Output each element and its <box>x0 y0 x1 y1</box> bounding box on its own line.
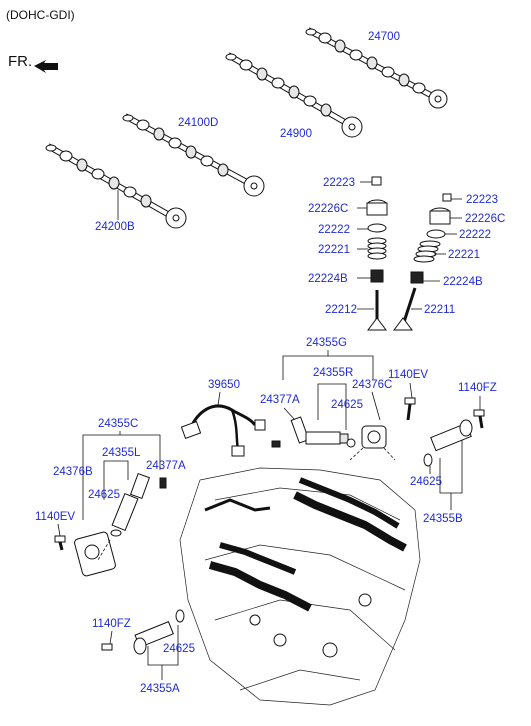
label-bolt-1140fz-right: 1140FZ <box>458 382 497 394</box>
harness-39650 <box>180 404 266 457</box>
valve-train-right <box>393 193 452 331</box>
label-bolt-1140ev-left: 1140EV <box>35 511 75 523</box>
label-cotter-r: 22223 <box>323 177 355 189</box>
bolt-1140ev-left <box>54 535 66 551</box>
bolt-1140fz-right <box>473 409 485 429</box>
camshaft-24900 <box>225 52 363 138</box>
label-ocv-assy-g: 24355G <box>306 337 347 349</box>
label-ocv-assy-a: 24355A <box>140 683 180 695</box>
camshaft-24200b <box>45 143 187 229</box>
label-bolt-24377a-left: 24377A <box>146 460 186 472</box>
camshaft-24700 <box>305 27 448 109</box>
valve-train-left <box>366 176 388 331</box>
label-ocv-assy-b: 24355B <box>423 513 463 525</box>
label-oring-1: 24625 <box>331 399 363 411</box>
ocv-24355b <box>423 419 473 467</box>
camshaft-24100d <box>122 113 265 197</box>
engine-type-label: (DOHC-GDI) <box>6 8 75 22</box>
ocv-24355a <box>101 609 185 655</box>
label-retainer-l: 22226C <box>465 213 505 225</box>
front-marker-label: FR. <box>8 53 32 70</box>
label-camshaft-24200b: 24200B <box>95 221 135 233</box>
front-arrow-icon <box>34 60 58 73</box>
label-bolt-1140ev-top: 1140EV <box>388 369 428 381</box>
label-camshaft-24100d: 24100D <box>178 117 218 129</box>
label-oring-2: 24625 <box>410 476 442 488</box>
label-bolt-1140fz-bottom: 1140FZ <box>92 618 131 630</box>
label-stem-seal-r: 22224B <box>308 273 348 285</box>
label-camshaft-24900: 24900 <box>280 128 312 140</box>
label-ocv-r: 24355R <box>313 367 353 379</box>
label-oring-4: 24625 <box>163 643 195 655</box>
label-cover-b: 24376B <box>53 466 93 478</box>
label-ocv-l: 24355L <box>102 447 141 459</box>
label-valve-l: 22211 <box>424 304 455 316</box>
label-camshaft-24700: 24700 <box>368 31 400 43</box>
label-harness: 39650 <box>208 379 240 391</box>
label-stem-seal-l: 22224B <box>443 276 483 288</box>
label-spring-l: 22221 <box>448 249 480 261</box>
label-bolt-24377a: 24377A <box>260 394 300 406</box>
ocv-l-parts <box>74 472 167 577</box>
label-valve-r: 22212 <box>325 304 357 316</box>
label-spring-r: 22221 <box>318 244 350 256</box>
bolt-1140ev-top <box>404 397 416 421</box>
label-retainer-r: 22226C <box>308 203 348 215</box>
ocv-g-parts <box>271 416 387 449</box>
label-ocv-assy-c: 24355C <box>98 418 138 430</box>
label-oring-3: 24625 <box>88 489 120 501</box>
label-spring-seat-l: 22222 <box>459 229 491 241</box>
label-spring-seat-r: 22222 <box>318 224 350 236</box>
label-cotter-l: 22223 <box>466 194 498 206</box>
engine-head-assembly <box>179 467 421 706</box>
label-cover-c: 24376C <box>352 379 392 391</box>
